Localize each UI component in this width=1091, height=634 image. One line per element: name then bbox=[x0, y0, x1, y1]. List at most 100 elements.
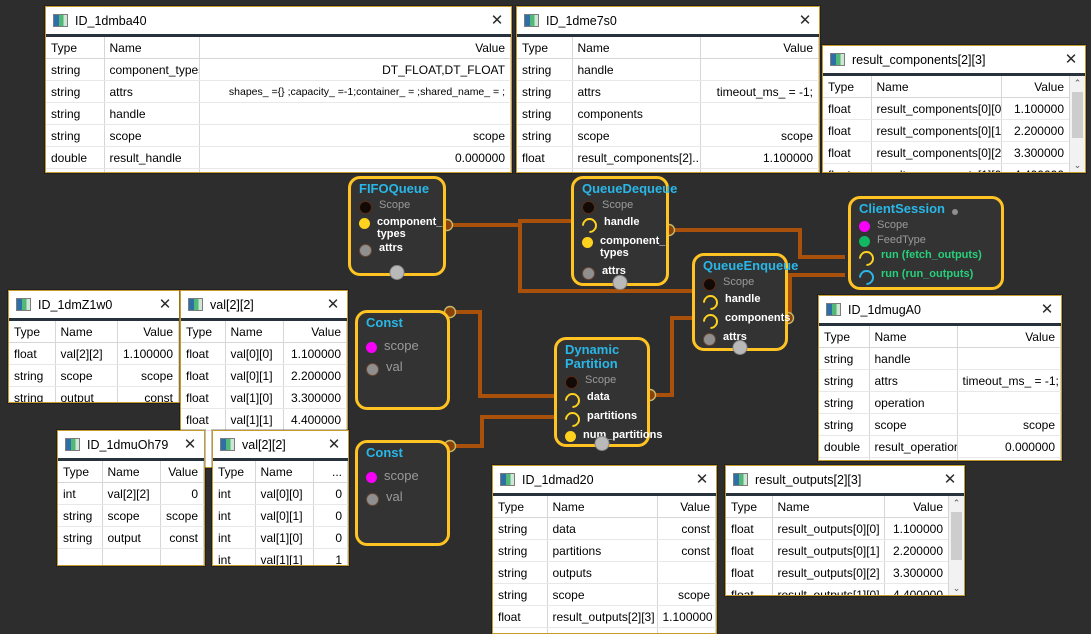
port-handle[interactable]: handle bbox=[578, 214, 658, 237]
scroll-down-icon[interactable]: ⌄ bbox=[952, 582, 961, 593]
port-run-run-outputs[interactable]: run (run_outputs) bbox=[855, 266, 993, 289]
cell-value[interactable]: 3.300000 bbox=[283, 386, 347, 409]
node-const-bottom[interactable]: Const scope val bbox=[355, 440, 450, 546]
window-result-components[interactable]: result_components[2][3] ✕ Type Name Valu… bbox=[822, 45, 1086, 173]
cell-value[interactable]: 0 bbox=[313, 526, 348, 549]
cell-value[interactable]: scope bbox=[700, 124, 819, 147]
cell-value[interactable]: 3.300000 bbox=[884, 561, 949, 584]
port-val[interactable]: val bbox=[366, 360, 439, 376]
cell-value[interactable]: 2.200000 bbox=[283, 364, 347, 387]
port-component-types[interactable]: component_ types bbox=[582, 235, 665, 259]
cell-value[interactable]: const bbox=[117, 386, 179, 402]
cell-value[interactable]: scope bbox=[199, 124, 511, 147]
port-handle[interactable]: handle bbox=[699, 291, 777, 314]
cell-value[interactable] bbox=[957, 391, 1061, 414]
cell-value[interactable]: 1.100000 bbox=[700, 146, 819, 169]
window-titlebar[interactable]: result_outputs[2][3] ✕ bbox=[726, 466, 964, 496]
port-attrs[interactable]: attrs bbox=[582, 265, 658, 280]
cell-value[interactable] bbox=[957, 347, 1061, 370]
close-icon[interactable]: ✕ bbox=[326, 296, 340, 313]
cell-value[interactable]: 0.000000 bbox=[957, 435, 1061, 458]
scroll-up-icon[interactable]: ⌃ bbox=[952, 497, 961, 508]
cell-value[interactable]: 0 bbox=[313, 482, 348, 505]
cell-value[interactable]: const bbox=[160, 526, 204, 549]
cell-value[interactable]: DT_FLOAT,DT_FLOAT bbox=[700, 168, 819, 172]
cell-value[interactable]: 2.200000 bbox=[1001, 119, 1070, 142]
node-bottom-handle[interactable] bbox=[594, 436, 610, 451]
port-scope[interactable]: Scope bbox=[859, 219, 993, 232]
cell-value[interactable]: 3.300000 bbox=[1001, 141, 1070, 164]
window-result-outputs[interactable]: result_outputs[2][3] ✕ Type Name Value f… bbox=[725, 465, 965, 596]
vertical-scrollbar[interactable]: ⌃ ⌄ bbox=[1069, 76, 1085, 172]
port-scope[interactable]: Scope bbox=[582, 199, 658, 214]
close-icon[interactable]: ✕ bbox=[1040, 301, 1054, 318]
close-icon[interactable]: ✕ bbox=[158, 296, 172, 313]
cell-value[interactable] bbox=[700, 102, 819, 125]
cell-value[interactable]: timeout_ms_ = -1; bbox=[700, 80, 819, 103]
port-data[interactable]: data bbox=[561, 389, 639, 412]
close-icon[interactable]: ✕ bbox=[695, 471, 709, 488]
port-scope[interactable]: scope bbox=[366, 339, 439, 353]
port-attrs[interactable]: attrs bbox=[703, 331, 777, 346]
cell-value[interactable]: shapes_ ={} ;capacity_ =-1;container_ = … bbox=[199, 80, 511, 103]
port-val[interactable]: val bbox=[366, 490, 439, 506]
port-scope[interactable]: Scope bbox=[565, 374, 639, 389]
cell-value[interactable]: 0 bbox=[160, 482, 204, 505]
close-icon[interactable]: ✕ bbox=[798, 12, 812, 29]
node-fifoqueue[interactable]: FIFOQueue Scope component_ types attrs bbox=[348, 176, 446, 280]
cell-value[interactable]: 1.100000 bbox=[283, 342, 347, 365]
cell-value[interactable]: scope bbox=[117, 364, 179, 387]
scroll-up-icon[interactable]: ⌃ bbox=[1073, 77, 1082, 88]
scrollbar-thumb[interactable] bbox=[951, 512, 962, 560]
port-run-fetch-outputs[interactable]: run (fetch_outputs) bbox=[855, 247, 993, 270]
port-feedtype[interactable]: FeedType bbox=[859, 234, 993, 247]
vertical-scrollbar[interactable]: ⌃ ⌄ bbox=[948, 496, 964, 595]
window-titlebar[interactable]: val[2][2] ✕ bbox=[181, 291, 347, 321]
cell-value[interactable]: 2.200000 bbox=[884, 539, 949, 562]
cell-value[interactable]: scope bbox=[957, 413, 1061, 436]
node-bottom-handle[interactable] bbox=[389, 265, 405, 280]
node-const-top[interactable]: Const scope val bbox=[355, 310, 450, 410]
window-titlebar[interactable]: ID_1dmuOh79 ✕ bbox=[58, 431, 204, 461]
scroll-down-icon[interactable]: ⌄ bbox=[1073, 159, 1082, 170]
cell-value[interactable] bbox=[199, 168, 511, 172]
close-icon[interactable]: ✕ bbox=[1064, 51, 1078, 68]
port-scope[interactable]: Scope bbox=[359, 199, 435, 214]
window-titlebar[interactable]: val[2][2] ✕ bbox=[213, 431, 348, 461]
cell-value[interactable] bbox=[160, 548, 204, 565]
cell-value[interactable]: 4.400000 bbox=[1001, 163, 1070, 172]
port-scope[interactable]: scope bbox=[366, 469, 439, 483]
cell-value[interactable]: 1.100000 bbox=[884, 517, 949, 540]
cell-value[interactable]: const bbox=[657, 539, 716, 562]
cell-value[interactable]: 0 bbox=[313, 504, 348, 527]
cell-value[interactable]: 1.100000 bbox=[1001, 97, 1070, 120]
node-dynamicpartition[interactable]: Dynamic Partition Scope data partitions … bbox=[554, 337, 662, 451]
cell-value[interactable]: 4.400000 bbox=[283, 408, 347, 431]
node-bottom-handle[interactable] bbox=[732, 340, 748, 355]
window-titlebar[interactable]: ID_1dme7s0 ✕ bbox=[517, 7, 819, 37]
node-clientsession[interactable]: ClientSession Scope FeedType run (fetch_… bbox=[848, 196, 1004, 290]
scrollbar-thumb[interactable] bbox=[1072, 92, 1083, 138]
port-component-types[interactable]: component_ types bbox=[359, 216, 442, 240]
port-components[interactable]: components bbox=[699, 310, 790, 333]
port-attrs[interactable]: attrs bbox=[359, 242, 435, 257]
window-titlebar[interactable]: ID_1dmugA0 ✕ bbox=[819, 296, 1061, 326]
node-bottom-handle[interactable] bbox=[612, 275, 628, 290]
window-titlebar[interactable]: ID_1dmZ1w0 ✕ bbox=[9, 291, 179, 321]
cell-value[interactable]: 1 bbox=[313, 548, 348, 565]
cell-value[interactable] bbox=[957, 457, 1061, 460]
cell-value[interactable] bbox=[657, 561, 716, 584]
cell-value[interactable]: 2 bbox=[657, 627, 716, 633]
cell-value[interactable]: 1.100000 bbox=[117, 342, 179, 365]
cell-value[interactable]: const bbox=[657, 517, 716, 540]
window-titlebar[interactable]: ID_1dmba40 ✕ bbox=[46, 7, 511, 37]
window-titlebar[interactable]: ID_1dmad20 ✕ bbox=[493, 466, 716, 496]
cell-value[interactable]: scope bbox=[160, 504, 204, 527]
